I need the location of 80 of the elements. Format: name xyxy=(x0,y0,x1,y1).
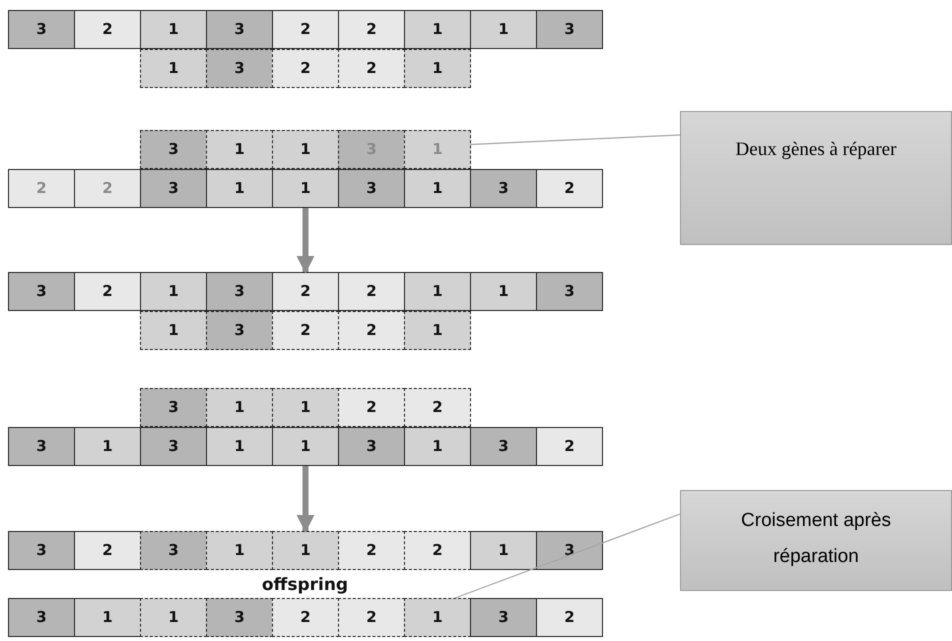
gene-cell: 3 xyxy=(206,49,273,88)
gene-cell: 3 xyxy=(140,169,207,208)
gene-cell: 2 xyxy=(272,49,339,88)
gene-cell: 1 xyxy=(404,10,471,49)
gene-cell: 1 xyxy=(404,169,471,208)
gene-cell: 3 xyxy=(536,531,603,570)
gene-cell: 1 xyxy=(140,49,207,88)
gene-cell: 3 xyxy=(8,531,75,570)
gene-cell: 1 xyxy=(404,49,471,88)
gene-cell: 2 xyxy=(536,598,603,637)
gene-cell: 1 xyxy=(206,130,273,169)
gene-cell: 1 xyxy=(206,169,273,208)
gene-cell: 1 xyxy=(404,598,471,637)
gene-cell: 3 xyxy=(206,272,273,311)
leader-line xyxy=(454,513,680,599)
gene-cell: 3 xyxy=(8,10,75,49)
gene-cell: 2 xyxy=(338,598,405,637)
gene-cell: 2 xyxy=(338,49,405,88)
gene-cell: 2 xyxy=(536,169,603,208)
gene-cell: 2 xyxy=(536,427,603,466)
gene-cell: 3 xyxy=(140,388,207,427)
gene-cell: 2 xyxy=(404,388,471,427)
gene-cell: 3 xyxy=(8,427,75,466)
gene-cell: 1 xyxy=(206,531,273,570)
gene-cell: 3 xyxy=(338,427,405,466)
gene-cell: 3 xyxy=(536,10,603,49)
gene-cell: 1 xyxy=(74,598,141,637)
callout-box: Croisement après réparation xyxy=(680,490,952,591)
gene-cell: 2 xyxy=(338,272,405,311)
gene-cell: 1 xyxy=(140,598,207,637)
gene-cell: 3 xyxy=(140,531,207,570)
gene-cell: 1 xyxy=(272,531,339,570)
gene-cell: 3 xyxy=(536,272,603,311)
callout-box: Deux gènes à réparer xyxy=(680,111,952,245)
gene-cell: 2 xyxy=(272,10,339,49)
gene-cell: 2 xyxy=(74,10,141,49)
gene-cell: 1 xyxy=(404,272,471,311)
gene-cell: 1 xyxy=(206,388,273,427)
gene-cell: 2 xyxy=(338,311,405,350)
gene-cell: 2 xyxy=(272,311,339,350)
gene-cell: 3 xyxy=(8,272,75,311)
gene-cell: 2 xyxy=(74,169,141,208)
gene-cell: 3 xyxy=(470,169,537,208)
gene-cell: 1 xyxy=(140,311,207,350)
gene-cell: 3 xyxy=(338,169,405,208)
gene-cell: 2 xyxy=(272,598,339,637)
gene-cell: 3 xyxy=(140,130,207,169)
gene-cell: 2 xyxy=(74,272,141,311)
gene-cell: 1 xyxy=(272,169,339,208)
gene-cell: 2 xyxy=(338,388,405,427)
gene-cell: 1 xyxy=(470,10,537,49)
arrow xyxy=(296,208,314,274)
caption-label: offspring xyxy=(260,574,350,597)
gene-cell: 2 xyxy=(8,169,75,208)
gene-cell: 2 xyxy=(404,531,471,570)
gene-cell: 2 xyxy=(272,272,339,311)
gene-cell: 1 xyxy=(272,130,339,169)
gene-cell: 1 xyxy=(140,272,207,311)
gene-cell: 3 xyxy=(206,10,273,49)
gene-cell: 1 xyxy=(470,272,537,311)
gene-cell: 3 xyxy=(206,598,273,637)
gene-cell: 2 xyxy=(338,531,405,570)
gene-cell: 1 xyxy=(206,427,273,466)
gene-cell: 2 xyxy=(74,531,141,570)
gene-cell: 3 xyxy=(140,427,207,466)
gene-cell: 1 xyxy=(470,531,537,570)
arrow xyxy=(296,466,314,533)
gene-cell: 1 xyxy=(74,427,141,466)
gene-cell: 1 xyxy=(404,311,471,350)
gene-cell: 1 xyxy=(272,388,339,427)
gene-cell: 1 xyxy=(404,130,471,169)
gene-cell: 1 xyxy=(272,427,339,466)
gene-cell: 3 xyxy=(470,598,537,637)
gene-cell: 1 xyxy=(404,427,471,466)
gene-cell: 3 xyxy=(470,427,537,466)
gene-cell: 1 xyxy=(140,10,207,49)
gene-cell: 3 xyxy=(8,598,75,637)
leader-line xyxy=(470,134,680,146)
gene-cell: 3 xyxy=(206,311,273,350)
gene-cell: 2 xyxy=(338,10,405,49)
